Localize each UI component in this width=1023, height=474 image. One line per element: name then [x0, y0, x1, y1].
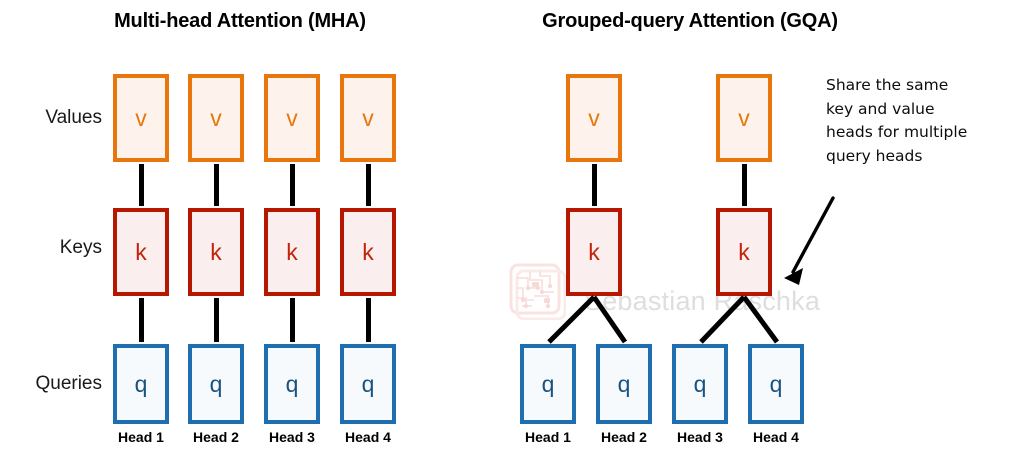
mha-value-box-3[interactable]: v — [264, 74, 320, 162]
mha-connector-v-k-4 — [366, 164, 371, 206]
mha-value-box-4[interactable]: v — [340, 74, 396, 162]
mha-connector-v-k-2 — [214, 164, 219, 206]
row-label-values: Values — [45, 107, 102, 128]
mha-key-box-4[interactable]: k — [340, 208, 396, 296]
row-label-queries: Queries — [35, 373, 102, 394]
mha-head-caption-1: Head 1 — [118, 429, 164, 445]
gqa-key-box-2[interactable]: k — [716, 208, 772, 296]
annotation-line-2: key and value — [826, 99, 935, 118]
mha-query-box-2[interactable]: q — [188, 344, 244, 424]
gqa-value-box-2[interactable]: v — [716, 74, 772, 162]
gqa-head-caption-2: Head 2 — [601, 429, 647, 445]
mha-query-box-4[interactable]: q — [340, 344, 396, 424]
gqa-head-caption-4: Head 4 — [753, 429, 799, 445]
watermark-logo-icon — [509, 263, 566, 320]
mha-key-box-3[interactable]: k — [264, 208, 320, 296]
mha-connector-k-q-3 — [290, 298, 295, 342]
annotation-text: Share the same key and value heads for m… — [826, 74, 1016, 168]
annotation-line-1: Share the same — [826, 76, 949, 94]
mha-query-box-1[interactable]: q — [113, 344, 169, 424]
mha-value-box-2[interactable]: v — [188, 74, 244, 162]
panel-title-mha: Multi-head Attention (MHA) — [114, 10, 366, 32]
gqa-connector-v-k-1 — [592, 164, 597, 206]
mha-connector-v-k-3 — [290, 164, 295, 206]
annotation-line-3: heads for multiple — [826, 123, 968, 142]
gqa-connector-v-k-2 — [742, 164, 747, 206]
mha-key-box-2[interactable]: k — [188, 208, 244, 296]
mha-key-box-1[interactable]: k — [113, 208, 169, 296]
annotation-line-4: query heads — [826, 146, 923, 165]
gqa-query-box-2[interactable]: q — [596, 344, 652, 424]
gqa-query-box-1[interactable]: q — [520, 344, 576, 424]
mha-head-caption-2: Head 2 — [193, 429, 239, 445]
gqa-key-box-1[interactable]: k — [566, 208, 622, 296]
gqa-query-box-3[interactable]: q — [672, 344, 728, 424]
mha-head-caption-4: Head 4 — [345, 429, 391, 445]
mha-connector-k-q-4 — [366, 298, 371, 342]
mha-connector-v-k-1 — [139, 164, 144, 206]
mha-query-box-3[interactable]: q — [264, 344, 320, 424]
annotation-arrow — [784, 196, 835, 285]
mha-head-caption-3: Head 3 — [269, 429, 315, 445]
gqa-head-caption-1: Head 1 — [525, 429, 571, 445]
gqa-head-caption-3: Head 3 — [677, 429, 723, 445]
row-label-keys: Keys — [59, 237, 102, 258]
mha-value-box-1[interactable]: v — [113, 74, 169, 162]
panel-title-gqa: Grouped-query Attention (GQA) — [542, 10, 838, 32]
mha-connector-k-q-2 — [214, 298, 219, 342]
gqa-query-box-4[interactable]: q — [748, 344, 804, 424]
mha-connector-k-q-1 — [139, 298, 144, 342]
gqa-value-box-1[interactable]: v — [566, 74, 622, 162]
